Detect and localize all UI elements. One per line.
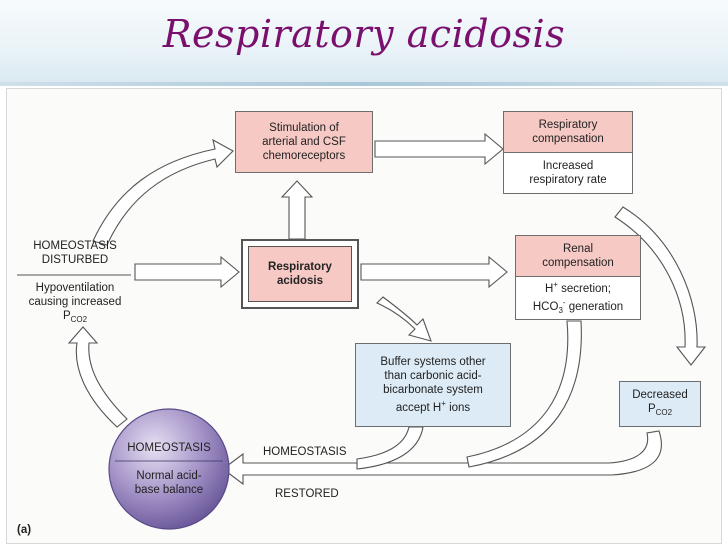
buffer-tail: ions [445,402,471,414]
renal-hco-sub: 3 [558,306,563,315]
diagram-figure: Stimulation of arterial and CSF chemorec… [6,88,722,544]
renal-h: H [544,283,554,295]
resp-comp-body-box: Increased respiratory rate [503,152,633,194]
resp-comp-body: Increased respiratory rate [529,160,607,186]
arrow-curve-to-hypoventilation [67,326,128,428]
renal-title: Renal compensation [542,243,614,269]
slide-header: Respiratory acidosis [0,0,728,86]
figure-label: (a) [17,524,32,536]
renal-secretion: secretion; [557,283,612,295]
homeostasis-circle-title: HOMEOSTASIS [127,442,211,454]
renal-line1: H+ secretion; [545,278,611,296]
homeostasis-circle-body: Normal acid-base balance [134,470,204,496]
renal-body-box: H+ secretion; HCO3- generation [515,276,641,320]
stimulation-box: Stimulation of arterial and CSF chemorec… [235,111,373,173]
arrow-renal-to-restored [466,320,582,468]
hypoventilation-subscript: CO2 [70,315,88,324]
arrow-curve-to-decreased [614,206,707,366]
stimulation-text: Stimulation of arterial and CSF chemorec… [262,122,346,162]
decreased-p: P [647,403,656,415]
diagram-arrows [17,132,707,530]
arrow-buffer-to-restored [356,426,424,470]
decreased-sub: CO2 [655,408,673,417]
resp-comp-title-box: Respiratory compensation [503,111,633,153]
acidosis-text: Respiratory acidosis [268,261,332,287]
buffer-text: Buffer systems other than carbonic acid-… [356,355,510,415]
arrow-to-resp-comp [374,132,504,166]
arrow-to-renal [360,255,508,289]
restored-top-label: HOMEOSTASIS [263,446,347,458]
decreased-line1: Decreased [632,389,688,401]
hypoventilation-label: Hypoventilation causing increased PCO2 [21,281,129,327]
renal-line2: HCO3- generation [533,296,623,318]
restored-bottom-label: RESTORED [275,488,339,500]
arrow-curve-to-stimulation [92,138,234,246]
renal-h-sup: + [553,280,558,289]
acidosis-inner: Respiratory acidosis [248,246,352,302]
homeostasis-sphere [108,408,230,530]
homeostasis-disturbed-text: HOMEOSTASIS DISTURBED [33,240,117,266]
resp-comp-title: Respiratory compensation [532,119,604,145]
renal-generation: generation [565,301,624,313]
renal-hco: HCO [532,301,559,313]
buffer-sup: + [441,399,446,408]
arrow-curve-to-buffer [376,296,432,342]
homeostasis-disturbed-label: HOMEOSTASIS DISTURBED [21,239,129,267]
arrow-up-to-stimulation [280,180,314,240]
decreased-line2: PCO2 [648,402,672,420]
renal-title-box: Renal compensation [515,235,641,277]
arrow-restored [222,430,662,486]
header-divider [0,82,728,86]
buffer-box: Buffer systems other than carbonic acid-… [355,343,511,427]
slide-title: Respiratory acidosis [162,12,566,56]
decreased-box: Decreased PCO2 [619,381,701,427]
acidosis-outer: Respiratory acidosis [241,239,359,309]
renal-hco-sup: - [562,298,566,307]
hypoventilation-text: Hypoventilation causing increased P [28,282,122,322]
arrow-to-acidosis [134,255,240,289]
buffer-main: Buffer systems other than carbonic acid-… [380,356,486,414]
